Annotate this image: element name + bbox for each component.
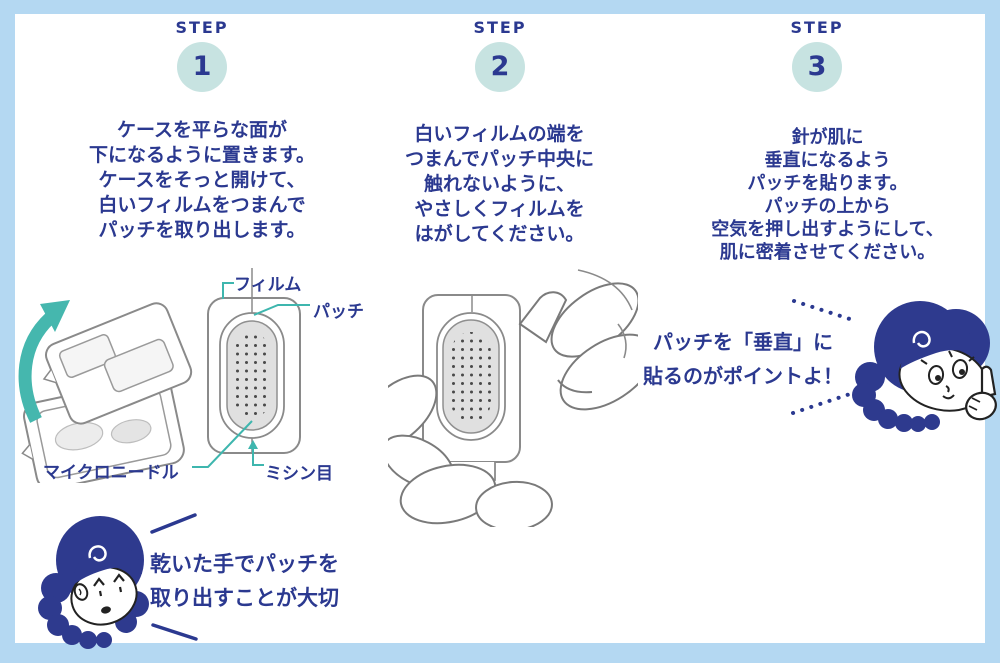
step2-number-badge: 2 [475, 42, 525, 92]
case-base [21, 375, 185, 483]
tip-emphasis-lines [150, 513, 198, 641]
step1-number-badge: 1 [177, 42, 227, 92]
step2-label: STEP [473, 18, 527, 37]
instruction-line: 下になるように置きます。 [88, 144, 316, 166]
hair-fringe [900, 327, 986, 369]
step2-header: STEP 2 [445, 18, 555, 92]
character-ear [73, 583, 89, 601]
film-peeling-illustration [388, 269, 638, 527]
tip-line: 乾いた手でパッチを [150, 552, 339, 576]
instruction-line: 白いフィルムをつまんで [98, 194, 306, 216]
hair-curl [912, 330, 931, 348]
callout-lines [192, 282, 310, 468]
instruction-line: やさしくフィルムを [414, 198, 585, 220]
closed-eyes [93, 573, 125, 597]
step3-header: STEP 3 [762, 18, 872, 92]
case-lid [42, 302, 193, 425]
perforation-arrowhead [248, 440, 258, 449]
character-nose [945, 385, 950, 393]
open-direction-arrow-icon [18, 300, 70, 423]
vertical-tip: パッチを「垂直」に 貼るのがポイントよ！ [638, 325, 848, 393]
step3-label: STEP [790, 18, 844, 37]
step1-instructions: ケースを平らな面が 下になるように置きます。 ケースをそっと開けて、 白いフィル… [42, 118, 362, 243]
instruction-line: パッチを貼ります。 [747, 173, 908, 194]
instruction-line: つまんでパッチ中央に [404, 148, 595, 170]
step1-header: STEP 1 [147, 18, 257, 92]
instruction-line: パッチを取り出します。 [98, 219, 306, 241]
instruction-line: 空気を押し出すようにして、 [711, 219, 944, 240]
microneedle-dots [451, 332, 491, 422]
instruction-line: 垂直になるよう [764, 150, 891, 171]
step3-instructions: 針が肌に 垂直になるよう パッチを貼ります。 パッチの上から 空気を押し出すよう… [660, 126, 995, 264]
instruction-line: ケースを平らな面が [116, 119, 288, 141]
instruction-line: はがしてください。 [414, 223, 585, 245]
hair-curl [88, 545, 107, 562]
patch-label: パッチ [313, 302, 364, 322]
pointing-hand [965, 365, 997, 421]
step3-number-badge: 3 [792, 42, 842, 92]
tip-line: パッチを「垂直」に [653, 330, 833, 354]
instruction-line: 肌に密着させてください。 [719, 242, 936, 263]
instruction-line: 触れないように、 [423, 173, 576, 195]
motion-arcs [577, 269, 633, 359]
microneedle-label: マイクロニードル [43, 463, 179, 483]
perforation-label: ミシン目 [265, 464, 333, 484]
tip-line: 貼るのがポイントよ！ [643, 364, 843, 388]
peeled-film-flap [518, 291, 568, 344]
holding-hand [388, 374, 553, 527]
character-mouth [101, 606, 111, 614]
patch-diagram [192, 268, 310, 468]
microneedle-dots [235, 333, 269, 418]
film-label: フィルム [234, 275, 302, 295]
instruction-line: 白いフィルムの端を [414, 123, 585, 145]
instruction-line: パッチの上から [764, 196, 891, 217]
instruction-line: 針が肌に [791, 127, 864, 148]
step1-label: STEP [175, 18, 229, 37]
instruction-line: ケースをそっと開けて、 [98, 169, 306, 191]
case-opening-illustration [18, 300, 193, 483]
pointing-character [852, 301, 997, 432]
dry-hands-tip: 乾いた手でパッチを 取り出すことが大切 [150, 547, 339, 615]
tip-line: 取り出すことが大切 [150, 586, 339, 610]
closed-eyes-character [38, 516, 149, 649]
pinching-fingers [550, 282, 638, 411]
tip-accent-dots [791, 299, 858, 415]
step2-instructions: 白いフィルムの端を つまんでパッチ中央に 触れないように、 やさしくフィルムを … [352, 122, 647, 247]
character-eyes [920, 350, 975, 385]
character-mouth [942, 394, 955, 400]
